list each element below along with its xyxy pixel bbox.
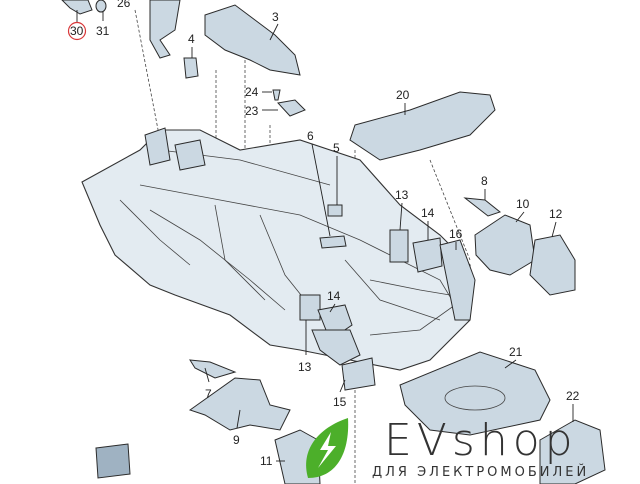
parts (61, 0, 606, 484)
callout-4[interactable]: 4 (188, 32, 195, 46)
callout-20[interactable]: 20 (396, 88, 410, 102)
callout-14-lower[interactable]: 14 (327, 289, 341, 303)
part-9 (188, 377, 291, 431)
callout-23[interactable]: 23 (245, 104, 259, 118)
part-6 (319, 235, 347, 249)
callout-30[interactable]: 30 (70, 24, 84, 38)
part-31 (95, 0, 107, 13)
part-23 (277, 99, 306, 117)
callout-labels: 26 30 31 3 4 24 23 20 6 5 8 13 14 10 12 … (67, 0, 580, 468)
part-22 (539, 419, 606, 484)
part-26 (149, 0, 181, 59)
logo-tagline: ДЛЯ ЭЛЕКТРОМОБИЛЕЙ (372, 464, 589, 480)
callout-6[interactable]: 6 (307, 129, 314, 143)
part-3 (204, 4, 301, 76)
callout-22[interactable]: 22 (566, 389, 580, 403)
callout-26: 26 (117, 0, 131, 10)
callout-16[interactable]: 16 (449, 227, 463, 241)
callout-9[interactable]: 9 (233, 433, 240, 447)
part-4 (183, 57, 199, 79)
part-5 (327, 204, 343, 217)
callout-31[interactable]: 31 (96, 24, 110, 38)
evshop-logo: EVshop ДЛЯ ЭЛЕКТРОМОБИЛЕЙ (306, 415, 589, 480)
callout-14[interactable]: 14 (421, 206, 435, 220)
part-13b (299, 294, 321, 321)
highlight-circle (67, 21, 87, 41)
leader-lines (76, 10, 574, 462)
logo-name: EVshop (384, 415, 578, 466)
callout-10[interactable]: 10 (516, 197, 530, 211)
part-30 (61, 0, 93, 15)
part-20 (349, 91, 496, 161)
callout-5[interactable]: 5 (333, 141, 340, 155)
part-14a (412, 237, 443, 273)
callout-21[interactable]: 21 (509, 345, 523, 359)
callout-13[interactable]: 13 (395, 188, 409, 202)
part-16 (439, 239, 476, 321)
part-12 (529, 234, 576, 296)
part-14c (311, 329, 361, 366)
part-15 (341, 357, 376, 391)
part-10 (474, 214, 536, 276)
callout-11[interactable]: 11 (260, 454, 273, 468)
part-13a (389, 229, 409, 263)
part-21 (399, 351, 551, 436)
car-body-shell (81, 127, 471, 371)
callout-12[interactable]: 12 (549, 207, 563, 221)
callout-3[interactable]: 3 (272, 10, 279, 24)
part-7 (189, 359, 237, 379)
callout-24[interactable]: 24 (245, 85, 259, 99)
callout-7[interactable]: 7 (205, 387, 212, 401)
callout-8[interactable]: 8 (481, 174, 488, 188)
callout-15[interactable]: 15 (333, 395, 347, 409)
part-label-plate (95, 443, 131, 479)
lightning-icon (318, 432, 336, 468)
part-24 (272, 89, 281, 101)
part-8 (463, 197, 502, 217)
callout-13-lower[interactable]: 13 (298, 360, 312, 374)
